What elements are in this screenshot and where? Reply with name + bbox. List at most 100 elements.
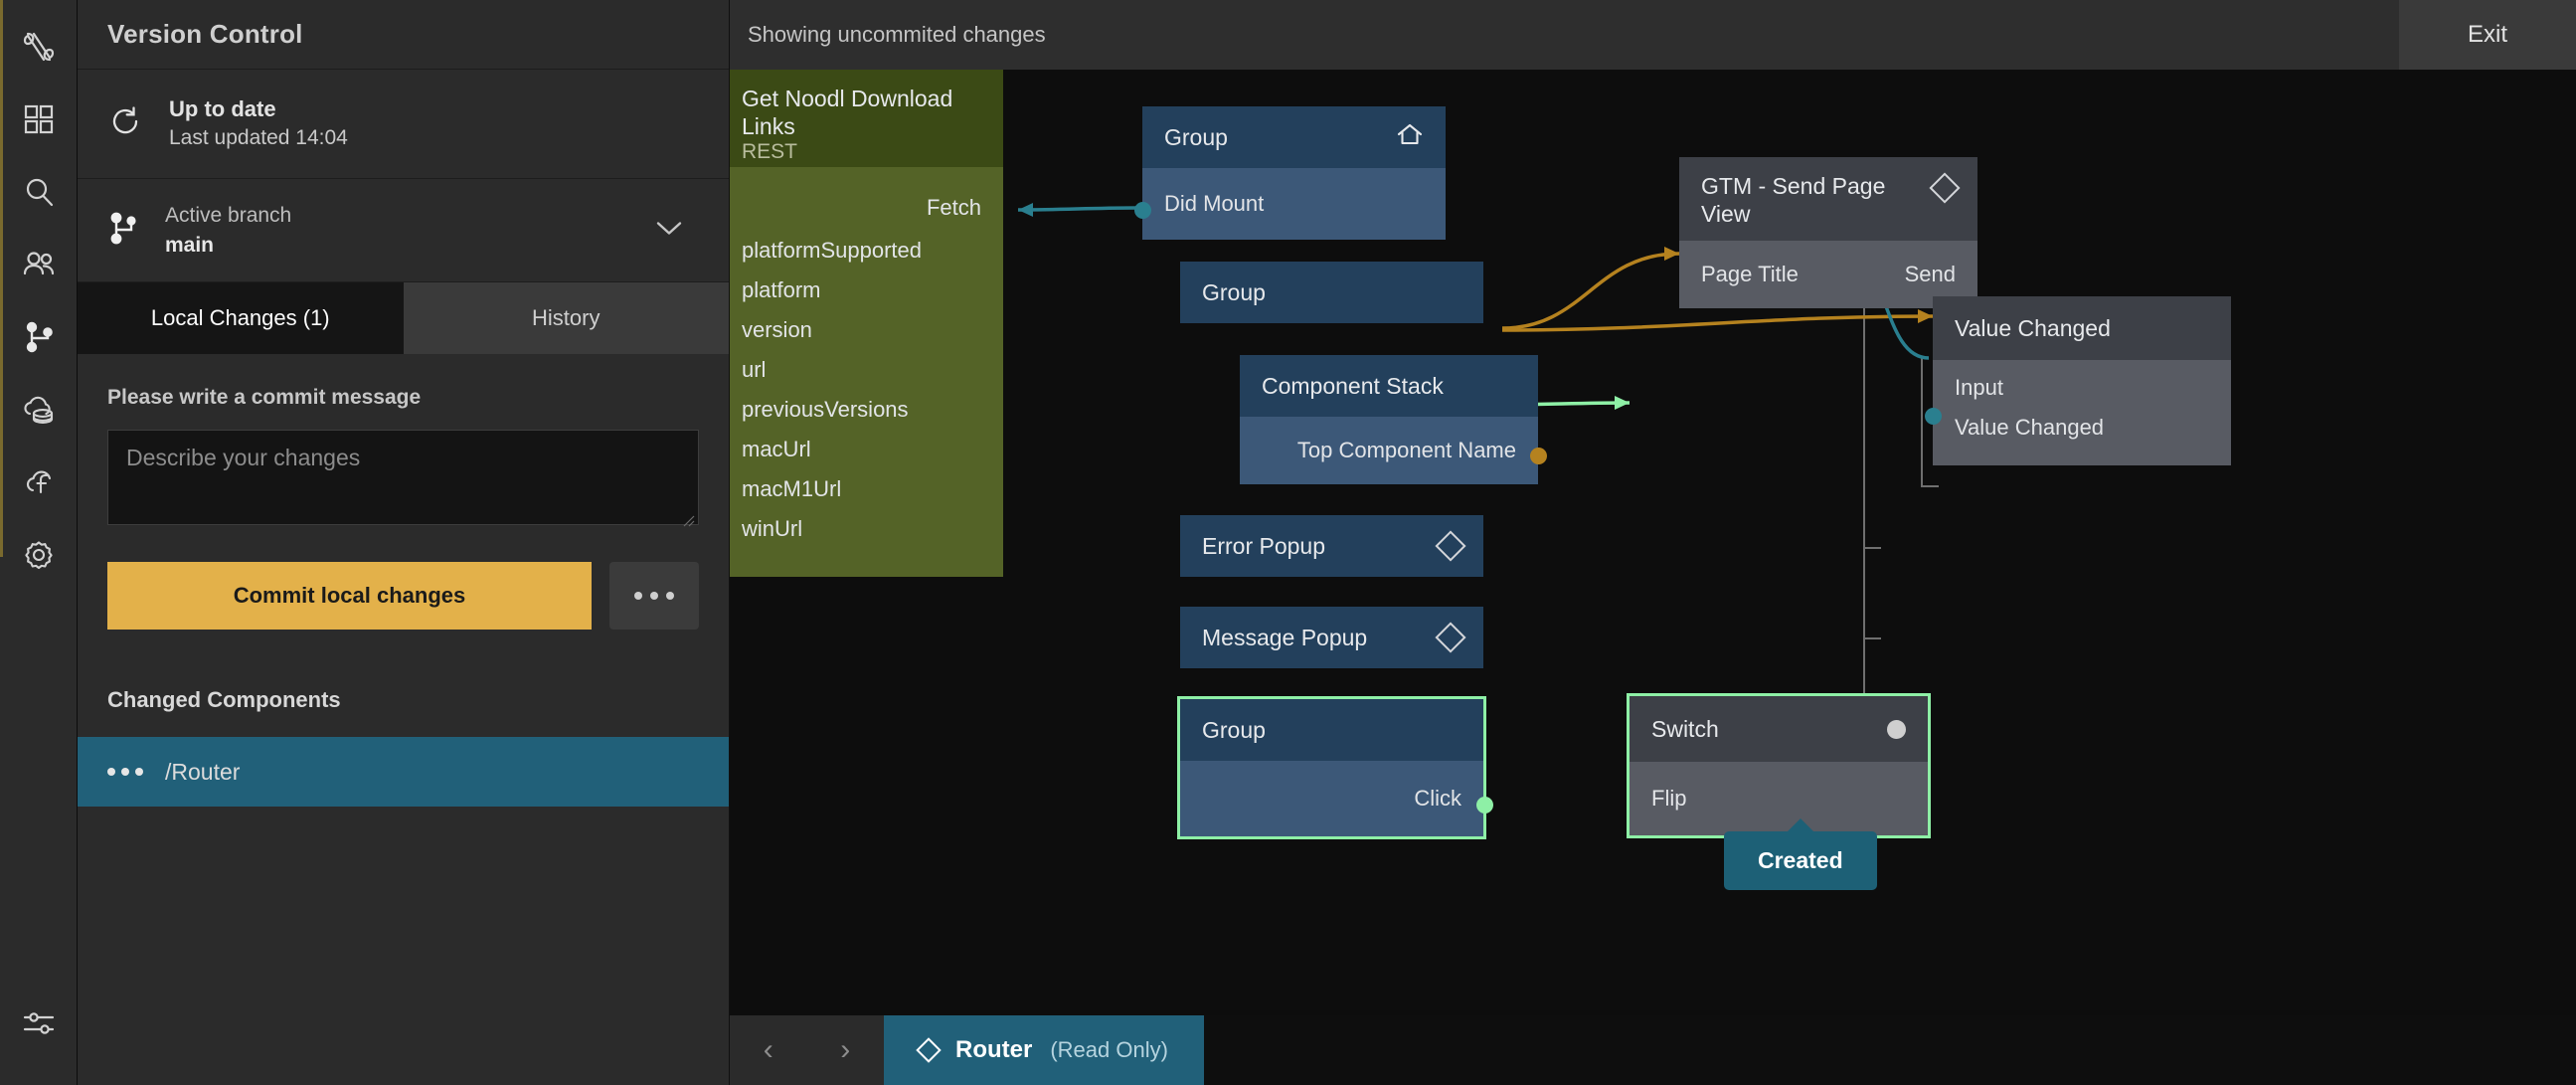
refresh-icon[interactable]: [107, 103, 143, 144]
node-header: Component Stack: [1240, 355, 1538, 417]
port-label-in: Page Title: [1701, 262, 1799, 286]
port-dot-top-component-name[interactable]: [1530, 448, 1547, 464]
node-header: Group: [1180, 262, 1483, 323]
users-icon[interactable]: [0, 228, 78, 300]
node-component-stack[interactable]: Component Stack Top Component Name: [1240, 355, 1547, 484]
tab-history[interactable]: History: [403, 282, 729, 354]
port-label: winUrl: [742, 516, 803, 541]
port-label: platformSupported: [742, 238, 922, 263]
node-gtm-send-page-view[interactable]: GTM - Send Page View Page Title Send: [1679, 157, 1977, 308]
port-label: platform: [742, 277, 821, 302]
node-switch[interactable]: Switch Flip: [1627, 693, 1931, 838]
port-dot-value-changed[interactable]: [1925, 408, 1942, 425]
commit-more-options-button[interactable]: [609, 562, 699, 630]
port-click[interactable]: Click: [1180, 761, 1483, 836]
tree-line-vertical: [1863, 255, 1865, 831]
tree-line-branch: [1863, 547, 1881, 549]
dot: [135, 768, 143, 776]
diamond-icon: [1929, 172, 1961, 204]
node-body: Top Component Name: [1240, 417, 1538, 484]
branch-label: Active branch: [165, 204, 292, 228]
port-label: previousVersions: [742, 397, 909, 422]
components-grid-icon[interactable]: [0, 83, 78, 155]
nav-next-button[interactable]: ›: [840, 1033, 851, 1066]
nav-prev-button[interactable]: ‹: [763, 1033, 773, 1066]
tab-local-changes[interactable]: Local Changes (1): [78, 282, 404, 354]
node-body: Fetch platformSupported platform version…: [730, 167, 1003, 577]
branch-text: Active branch main: [165, 201, 291, 260]
changed-component-row[interactable]: /Router: [78, 737, 729, 807]
changed-components-heading: Changed Components: [107, 687, 341, 712]
commit-message-label: Please write a commit message: [107, 386, 422, 409]
port-dot-click[interactable]: [1476, 797, 1493, 814]
port-flip[interactable]: Flip: [1630, 762, 1928, 835]
active-branch-row[interactable]: Active branch main: [78, 179, 729, 282]
noodl-logo-icon[interactable]: [0, 10, 78, 83]
port-did-mount[interactable]: Did Mount: [1142, 168, 1446, 240]
port-top-component-name[interactable]: Top Component Name: [1240, 417, 1538, 484]
port-fetch[interactable]: Fetch: [730, 185, 1003, 231]
uncommitted-changes-message: Showing uncommited changes: [748, 22, 1046, 47]
node-group-root[interactable]: Group Did Mount: [1134, 106, 1446, 240]
diamond-icon: [1435, 530, 1466, 562]
port-macM1Url[interactable]: macM1Url: [730, 469, 1003, 509]
port-input[interactable]: Input: [1933, 368, 2231, 408]
node-value-changed[interactable]: Value Changed Input Value Changed: [1925, 296, 2231, 465]
chevron-down-icon[interactable]: [655, 219, 683, 242]
sync-status-text: Up to date Last updated 14:04: [169, 94, 348, 152]
dot: [650, 592, 658, 600]
port-dot-did-mount[interactable]: [1134, 202, 1151, 219]
commit-local-changes-button[interactable]: Commit local changes: [107, 562, 592, 630]
dot: [634, 592, 642, 600]
search-icon[interactable]: [0, 155, 78, 228]
branch-icon: [107, 210, 139, 251]
node-graph-canvas[interactable]: Get Noodl Download Links REST Fetch plat…: [730, 70, 2576, 1085]
port-previousVersions[interactable]: previousVersions: [730, 390, 1003, 430]
commit-message-input[interactable]: [107, 430, 699, 525]
home-icon: [1319, 94, 1424, 180]
node-title: Group: [1202, 278, 1266, 305]
exit-button[interactable]: Exit: [2399, 0, 2576, 70]
tab-router-state: (Read Only): [1050, 1037, 1168, 1062]
node-rest-get-noodl-download-links[interactable]: Get Noodl Download Links REST Fetch plat…: [730, 70, 1003, 577]
sync-sub: Last updated 14:04: [169, 126, 348, 150]
cloud-data-icon[interactable]: [0, 373, 78, 446]
node-title: Group: [1164, 123, 1228, 150]
version-control-branch-icon[interactable]: [0, 300, 78, 373]
node-error-popup-box[interactable]: Error Popup: [1180, 515, 1483, 577]
sliders-icon[interactable]: [0, 987, 78, 1059]
node-header: Message Popup: [1180, 607, 1483, 668]
row-more-icon[interactable]: [107, 768, 143, 776]
node-title: GTM - Send Page View: [1701, 173, 1892, 227]
dot: [666, 592, 674, 600]
node-group-click[interactable]: Group Click: [1177, 696, 1493, 839]
port-platformSupported[interactable]: platformSupported: [730, 231, 1003, 271]
icon-rail: [0, 0, 78, 1085]
node-header: Group: [1142, 106, 1446, 168]
tab-router[interactable]: Router (Read Only): [884, 1015, 1204, 1085]
port-label: macM1Url: [742, 476, 842, 501]
node-body: Did Mount: [1142, 168, 1446, 240]
sync-headline: Up to date: [169, 96, 276, 122]
port-version[interactable]: version: [730, 310, 1003, 350]
port-label: Input: [1955, 375, 2003, 400]
settings-gear-icon[interactable]: [0, 518, 78, 591]
port-platform[interactable]: platform: [730, 271, 1003, 310]
port-url[interactable]: url: [730, 350, 1003, 390]
diamond-icon: [1435, 622, 1466, 653]
node-group-2-inner[interactable]: Group: [1180, 262, 1483, 323]
tree-line-vertical: [1921, 358, 1923, 485]
editor-bottombar: ‹ › Router (Read Only): [730, 1015, 2576, 1085]
port-macUrl[interactable]: macUrl: [730, 430, 1003, 469]
tab-router-name: Router: [955, 1036, 1033, 1063]
node-header: Get Noodl Download Links REST: [730, 70, 1003, 167]
sync-status-row[interactable]: Up to date Last updated 14:04: [78, 70, 729, 179]
node-message-popup[interactable]: Message Popup: [1180, 607, 1483, 668]
port-value-changed[interactable]: Value Changed: [1933, 408, 2231, 448]
cloud-functions-icon[interactable]: [0, 446, 78, 518]
changed-component-name: /Router: [165, 758, 241, 785]
dot: [107, 768, 115, 776]
port-winUrl[interactable]: winUrl: [730, 509, 1003, 549]
port-row-page-title-send[interactable]: Page Title Send: [1679, 241, 1977, 308]
